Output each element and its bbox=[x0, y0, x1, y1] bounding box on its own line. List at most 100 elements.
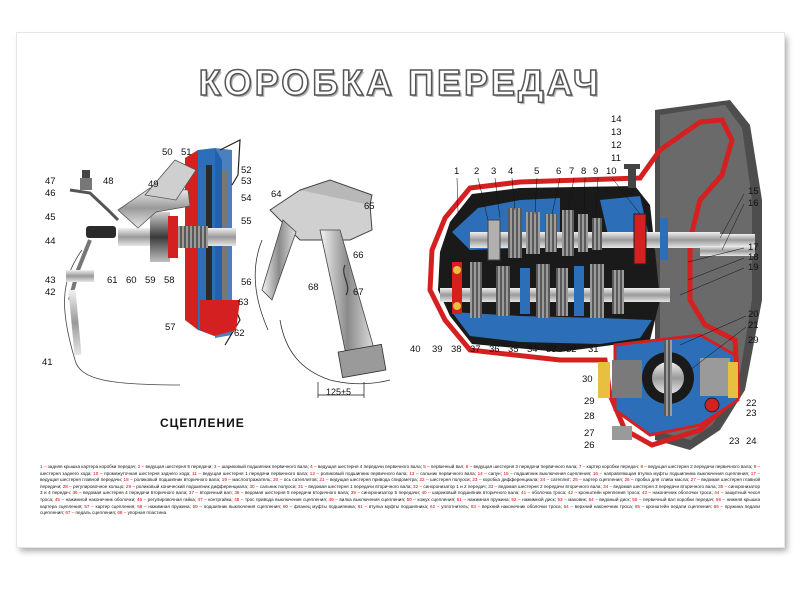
legend-item: 60 – фланец муфты подшипника; bbox=[283, 504, 358, 509]
legend-number: 65 – bbox=[634, 503, 646, 509]
legend-text: роликовый конический подшипник дифференц… bbox=[136, 483, 250, 489]
legend-text: картер сцепления; bbox=[95, 503, 138, 509]
legend-item: 57 – картер сцепления; bbox=[84, 504, 137, 509]
legend-number: 11 – bbox=[192, 470, 203, 476]
legend-text: сальник полуоси; bbox=[259, 483, 299, 489]
legend-number: 10 – bbox=[93, 470, 105, 476]
legend-item: 5 – первичный вал; bbox=[423, 464, 466, 469]
legend-item: 62 – уплотнитель; bbox=[430, 504, 471, 509]
legend-item: 15 – подшипник выключения сцепления; bbox=[503, 471, 592, 476]
legend-number: 15 – bbox=[503, 470, 515, 476]
legend-text: оболочка троса; bbox=[531, 490, 568, 496]
legend-text: подшипник выключения сцепления; bbox=[203, 503, 283, 509]
parts-legend: 1 – задняя крышка картера коробки переда… bbox=[40, 464, 760, 517]
legend-number: 28 – bbox=[62, 483, 74, 489]
legend-item: 47 – контргайка; bbox=[198, 497, 235, 502]
legend-item: 29 – роликовый конический подшипник дифф… bbox=[126, 484, 250, 489]
legend-item: 52 – нажимной диск; bbox=[511, 497, 557, 502]
legend-number: 41 – bbox=[521, 490, 532, 496]
legend-text: верхний наконечник троса; bbox=[574, 503, 635, 509]
legend-text: подшипник выключения сцепления; bbox=[514, 470, 593, 476]
legend-item: 54 – ведомый диск; bbox=[589, 497, 633, 502]
legend-text: промежуточная шестерня заднего хода; bbox=[104, 470, 193, 476]
legend-number: 32 – bbox=[413, 483, 424, 489]
legend-text: уплотнитель; bbox=[441, 503, 471, 509]
legend-item: 50 – кожух сцепления; bbox=[407, 497, 457, 502]
legend-number: 25 – bbox=[572, 477, 584, 483]
legend-item: 1 – задняя крышка картера коробки переда… bbox=[40, 464, 138, 469]
legend-number: 7 – bbox=[578, 464, 587, 469]
legend-number: 31 – bbox=[298, 483, 309, 489]
legend-item: 51 – нажимная пружина; bbox=[457, 497, 512, 502]
legend-text: сапун; bbox=[488, 470, 504, 476]
legend-number: 14 – bbox=[477, 470, 489, 476]
legend-item: 32 – синхронизатор 1 и 2 передач; bbox=[413, 484, 488, 489]
legend-item: 41 – оболочка троса; bbox=[521, 490, 568, 495]
legend-number: 17 – bbox=[750, 470, 760, 476]
legend-text: ведущая шестерня 5 передачи; bbox=[145, 464, 214, 469]
legend-item: 22 – шестерня полуоси; bbox=[419, 477, 472, 482]
legend-text: картер коробки передач; bbox=[586, 464, 641, 469]
legend-item: 66 – пружина педали сцепления; bbox=[40, 504, 760, 516]
legend-text: маслоотражатель; bbox=[232, 477, 274, 483]
legend-number: 46 – bbox=[136, 496, 148, 502]
legend-number: 50 – bbox=[406, 496, 418, 502]
legend-text: нижняя крышка картера сцепления; bbox=[40, 496, 761, 509]
legend-item: 34 – ведомая шестерня 3 передачи вторичн… bbox=[603, 484, 718, 489]
legend-number: 38 – bbox=[234, 490, 245, 496]
gearbox-section bbox=[427, 100, 762, 450]
legend-number: 4 – bbox=[310, 464, 318, 469]
legend-number: 48 – bbox=[234, 496, 245, 502]
legend-text: кронштейн педали сцепления; bbox=[645, 503, 714, 509]
legend-item: 30 – сальник полуоси; bbox=[249, 484, 298, 489]
legend-text: направляющая втулка муфты подшипника вык… bbox=[603, 470, 751, 476]
legend-number: 67 – bbox=[65, 510, 76, 516]
legend-item: 35 – синхронизатор 3 и 4 передач; bbox=[40, 484, 760, 496]
legend-item: 63 – верхний наконечник оболочки троса; bbox=[471, 504, 564, 509]
legend-item: 38 – ведомая шестерня 5 передачи вторичн… bbox=[234, 490, 350, 495]
legend-item: 19 – маслоотражатель; bbox=[222, 477, 273, 482]
legend-item: 12 – роликовый подшипник первичного вала… bbox=[310, 471, 409, 476]
legend-number: 61 – bbox=[357, 503, 369, 509]
legend-item: 48 – трос привода выключения сцепления; bbox=[234, 497, 328, 502]
legend-number: 19 – bbox=[221, 477, 233, 483]
legend-text: ведущая шестерня 4 передачи первичного в… bbox=[317, 464, 424, 469]
legend-text: контргайка; bbox=[208, 496, 235, 502]
legend-item: 9 – шестерня заднего хода; bbox=[40, 464, 760, 476]
legend-item: 16 – направляющая втулка муфты подшипник… bbox=[593, 471, 751, 476]
legend-item: 25 – картер сцепления; bbox=[573, 477, 625, 482]
legend-item: 23 – коробка дифференциала; bbox=[472, 477, 540, 482]
legend-item: 42 – кронштейн крепления троса; bbox=[568, 490, 642, 495]
legend-item: 4 – ведущая шестерня 4 передачи первично… bbox=[310, 464, 423, 469]
legend-number: 52 – bbox=[511, 496, 523, 502]
legend-text: сателлит; bbox=[550, 477, 573, 483]
legend-text: картер сцепления; bbox=[583, 477, 625, 483]
legend-text: роликовый подшипник первичного вала; bbox=[320, 470, 410, 476]
legend-item: 21 – ведущая шестерня привода спидометра… bbox=[319, 477, 419, 482]
legend-item: 27 – ведомая шестерня главной передачи; bbox=[40, 477, 760, 489]
legend-number: 27 – bbox=[690, 477, 702, 483]
legend-text: маховик; bbox=[568, 496, 589, 502]
legend-text: шариковый подшипник первичного вала; bbox=[221, 464, 311, 469]
legend-item: 11 – ведущая шестерня 1 передачи первичн… bbox=[192, 471, 310, 476]
legend-item: 26 – пробка для слива масла; bbox=[624, 477, 690, 482]
legend-number: 43 – bbox=[641, 490, 653, 496]
legend-number: 58 – bbox=[137, 503, 149, 509]
legend-number: 53 – bbox=[557, 496, 569, 502]
legend-text: регулировочная гайка; bbox=[147, 496, 198, 502]
legend-number: 5 – bbox=[423, 464, 431, 469]
dimension-label: 125±5 bbox=[326, 387, 351, 397]
legend-item: 55 – первичный вал коробки передач; bbox=[632, 497, 716, 502]
legend-text: синхронизатор 5 передачи; bbox=[361, 490, 422, 496]
legend-item: 18 – роликовый подшипник вторичного вала… bbox=[124, 477, 222, 482]
legend-number: 33 – bbox=[488, 483, 499, 489]
legend-item: 24 – сателлит; bbox=[540, 477, 573, 482]
legend-text: ведомая шестерня главной передачи; bbox=[40, 477, 761, 489]
legend-text: пружина педали сцепления; bbox=[40, 503, 761, 516]
legend-text: ведомая шестерня 5 передачи вторичного в… bbox=[244, 490, 351, 496]
legend-item: 31 – ведомая шестерня 1 передачи вторичн… bbox=[298, 484, 413, 489]
legend-number: 62 – bbox=[430, 503, 442, 509]
legend-number: 49 – bbox=[328, 496, 340, 502]
legend-item: 46 – регулировочная гайка; bbox=[137, 497, 198, 502]
